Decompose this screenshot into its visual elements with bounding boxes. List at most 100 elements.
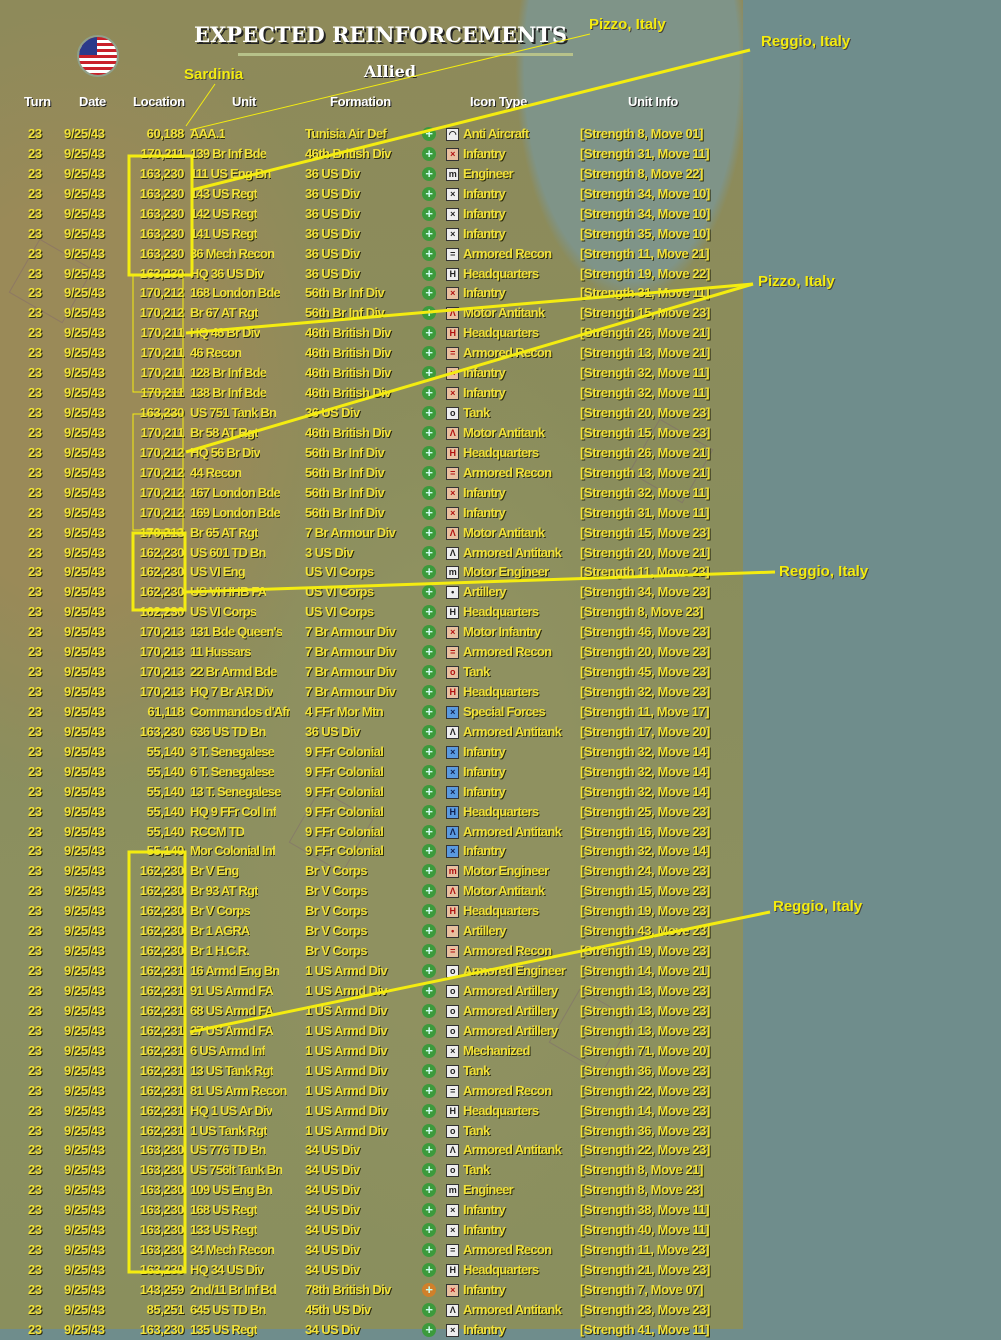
add-unit-icon[interactable]: + xyxy=(422,1163,436,1178)
add-unit-icon[interactable]: + xyxy=(422,266,436,281)
add-unit-icon[interactable]: + xyxy=(422,1282,436,1297)
add-unit-icon[interactable]: + xyxy=(422,944,436,959)
add-unit-icon[interactable]: + xyxy=(422,964,436,979)
add-unit-icon[interactable]: + xyxy=(422,605,436,620)
add-unit-icon[interactable]: + xyxy=(422,226,436,241)
add-unit-icon[interactable]: + xyxy=(422,146,436,161)
add-unit-icon[interactable]: + xyxy=(422,1143,436,1158)
add-unit-icon[interactable]: + xyxy=(422,704,436,719)
add-unit-icon[interactable]: + xyxy=(422,445,436,460)
add-unit-icon[interactable]: + xyxy=(422,983,436,998)
add-unit-icon[interactable]: + xyxy=(422,1023,436,1038)
add-unit-icon[interactable]: + xyxy=(422,804,436,819)
add-unit-icon[interactable]: + xyxy=(422,884,436,899)
add-unit-icon[interactable]: + xyxy=(422,784,436,799)
add-unit-icon[interactable]: + xyxy=(422,565,436,580)
add-unit-icon[interactable]: + xyxy=(422,505,436,520)
add-unit-icon[interactable]: + xyxy=(422,625,436,640)
add-unit-icon[interactable]: + xyxy=(422,1223,436,1238)
add-unit-icon[interactable]: + xyxy=(422,724,436,739)
add-unit-icon[interactable]: + xyxy=(422,824,436,839)
add-unit-icon[interactable]: + xyxy=(422,366,436,381)
add-unit-icon[interactable]: + xyxy=(422,924,436,939)
add-unit-icon[interactable]: + xyxy=(422,485,436,500)
add-unit-icon[interactable]: + xyxy=(422,286,436,301)
add-unit-icon[interactable]: + xyxy=(422,1003,436,1018)
add-unit-icon[interactable]: + xyxy=(422,346,436,361)
add-unit-icon[interactable]: + xyxy=(422,744,436,759)
add-unit-icon[interactable]: + xyxy=(422,1043,436,1058)
add-unit-icon[interactable]: + xyxy=(422,645,436,660)
add-unit-icon[interactable]: + xyxy=(422,1263,436,1277)
add-unit-icon[interactable]: + xyxy=(422,425,436,440)
add-unit-icon[interactable]: + xyxy=(422,1302,436,1317)
add-unit-icon[interactable]: + xyxy=(422,585,436,600)
add-unit-icon[interactable]: + xyxy=(422,386,436,401)
add-unit-icon[interactable]: + xyxy=(422,864,436,879)
add-unit-icon[interactable]: + xyxy=(422,326,436,341)
add-unit-icon[interactable]: + xyxy=(422,685,436,700)
add-unit-icon[interactable]: + xyxy=(422,1123,436,1138)
add-unit-icon[interactable]: + xyxy=(422,525,436,540)
add-unit-icon[interactable]: + xyxy=(422,1203,436,1218)
add-unit-icon[interactable]: + xyxy=(422,665,436,680)
add-unit-icon[interactable]: + xyxy=(422,206,436,221)
add-unit-icon[interactable]: + xyxy=(422,844,436,859)
add-unit-icon[interactable]: + xyxy=(422,465,436,480)
add-unit-icon[interactable]: + xyxy=(422,545,436,560)
add-unit-icon[interactable]: + xyxy=(422,764,436,779)
add-unit-icon[interactable]: + xyxy=(422,1103,436,1118)
